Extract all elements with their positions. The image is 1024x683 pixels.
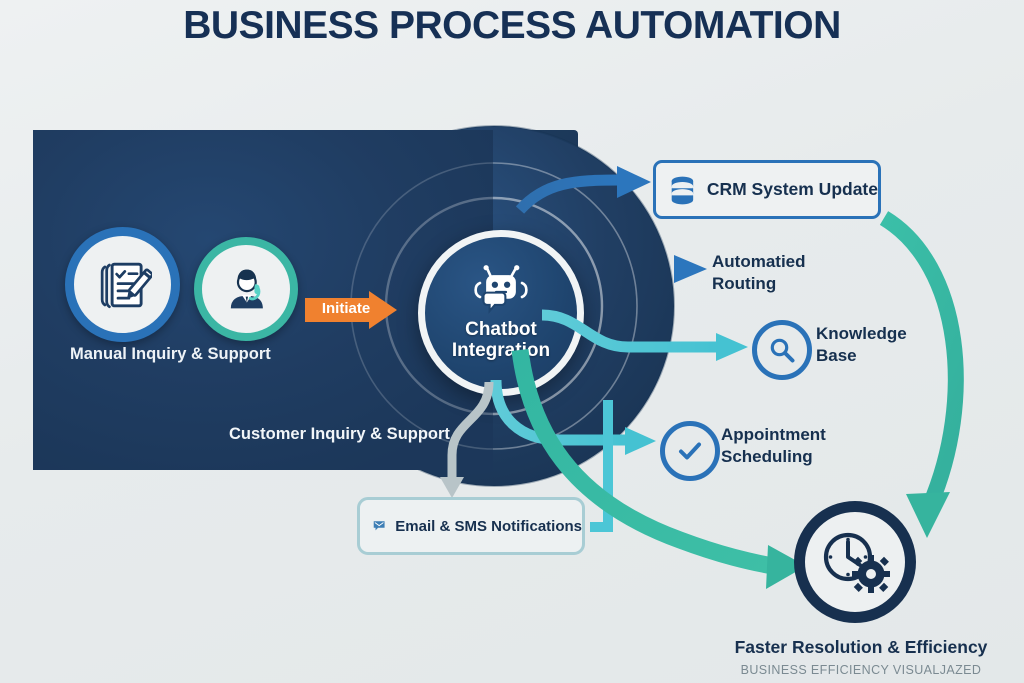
arrow-chatbot-to-knowledge [541, 309, 748, 361]
arrow-notifications-to-flow [590, 400, 613, 532]
envelope-message-icon [373, 521, 385, 531]
initiate-arrow-shape [305, 291, 397, 329]
robot-chat-icon [474, 264, 528, 314]
magnifier-icon [752, 320, 812, 380]
clock-gear-icon [823, 532, 890, 593]
initiate-arrow-badge[interactable]: Initiate [305, 291, 397, 329]
support-agent-headset-icon [194, 237, 298, 341]
automated-routing-label: Automatied Routing [712, 252, 806, 293]
result-subtitle: BUSINESS EFFICIENCY VISUALJAZED [740, 663, 982, 677]
form-document-pencil-glyph [100, 262, 152, 308]
arrow-flow-to-result [511, 348, 806, 589]
crm-system-update-box[interactable]: CRM System Update [653, 160, 881, 219]
appointment-scheduling-label: Appointment Scheduling [721, 425, 826, 466]
checkmark-glyph [679, 442, 701, 460]
notifications-label: Email & SMS Notifications [395, 517, 582, 535]
faster-resolution-node[interactable] [794, 501, 916, 623]
check-circle-icon [660, 421, 720, 481]
database-icon [671, 176, 694, 204]
knowledge-base-label: Knowledge Base [816, 324, 907, 365]
form-document-pencil-icon [65, 227, 180, 342]
arrow-chatbot-to-routing [536, 255, 707, 283]
email-sms-notifications-box[interactable]: Email & SMS Notifications [357, 497, 585, 555]
result-title: Faster Resolution & Efficiency [734, 637, 988, 657]
initiate-label: Initiate [321, 300, 371, 317]
arrow-crm-to-result [879, 211, 964, 538]
customer-inquiry-label: Customer Inquiry & Support [229, 425, 450, 443]
page-title: BUSINESS PROCESS AUTOMATION [183, 4, 841, 47]
arrow-chatbot-to-crm [515, 166, 651, 214]
support-agent-glyph [230, 269, 263, 309]
manual-inquiry-label: Manual Inquiry & Support [70, 345, 271, 363]
arrow-chatbot-to-notifications [440, 381, 494, 498]
magnifier-glyph [770, 338, 795, 363]
crm-label: CRM System Update [706, 179, 878, 199]
